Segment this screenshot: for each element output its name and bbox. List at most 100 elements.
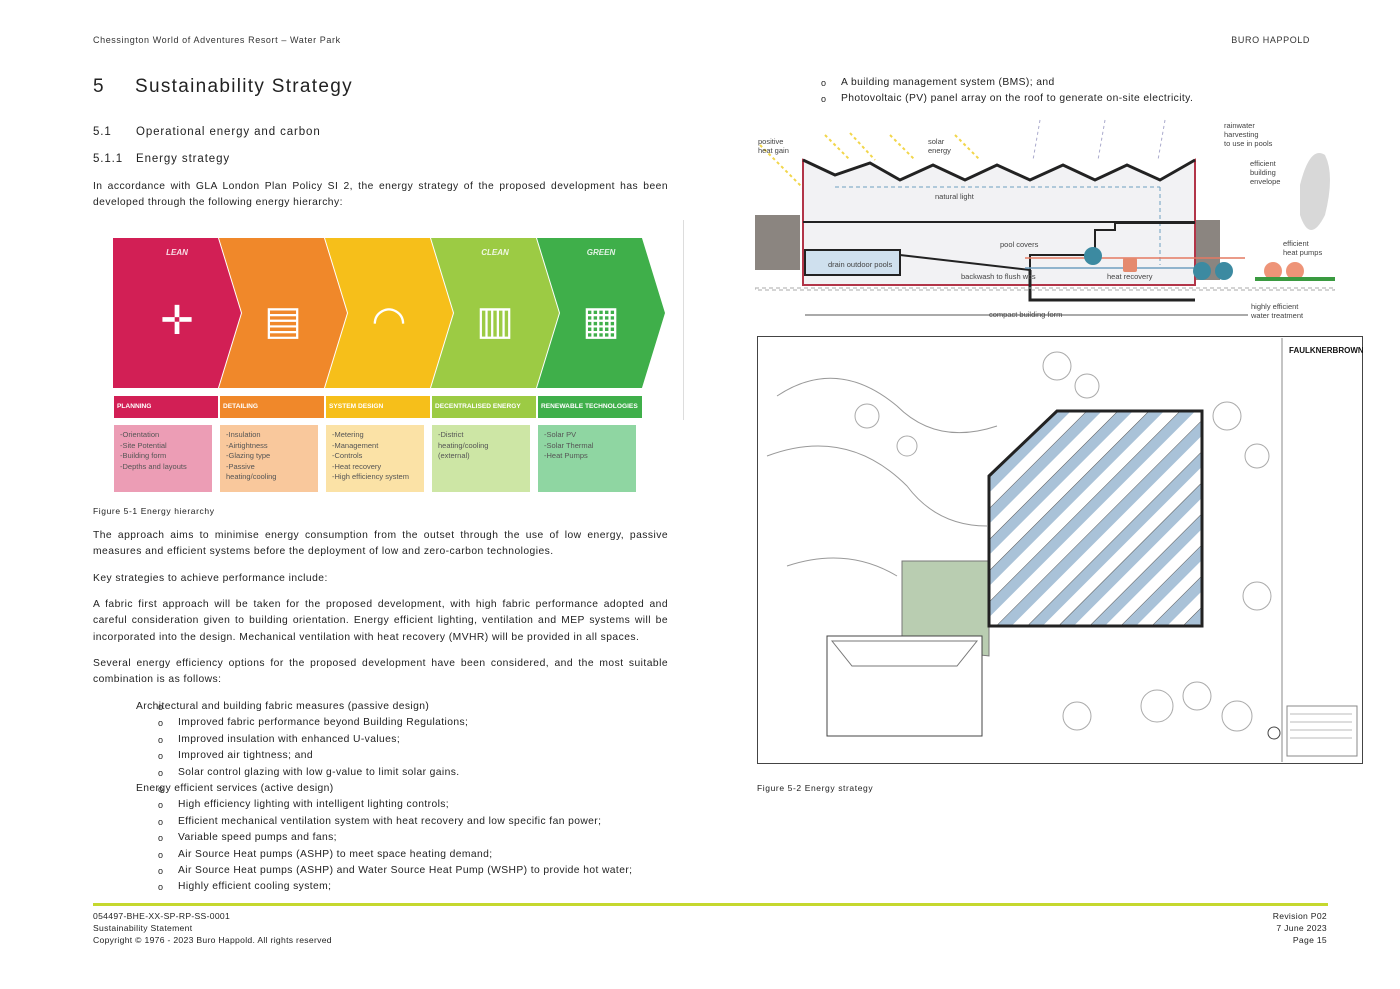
hierarchy-items: -Orientation-Site Potential-Building for… [114, 425, 212, 492]
hierarchy-item: -Insulation [226, 430, 261, 439]
bullet-item: Improved insulation with enhanced U-valu… [136, 732, 676, 749]
header-doc-title: Chessington World of Adventures Resort –… [93, 35, 341, 45]
heat-pump-icon [1264, 262, 1282, 280]
bullet-item: Air Source Heat pumps (ASHP) to meet spa… [136, 847, 676, 864]
bullet-item: Air Source Heat pumps (ASHP) and Water S… [136, 863, 676, 880]
subsection-title: Operational energy and carbon [136, 126, 321, 138]
bullet-item: A building management system (BMS); and [799, 75, 1339, 92]
hierarchy-item: -Depths and layouts [120, 461, 187, 471]
footer-doc-title: Sustainability Statement [93, 923, 193, 933]
hierarchy-items: -Metering-Management-Controls-Heat recov… [326, 425, 424, 492]
heat-recovery-unit-icon [1084, 247, 1102, 265]
bullet-item: Improved air tightness; and [136, 748, 676, 765]
footer-copyright: Copyright © 1976 - 2023 Buro Happold. Al… [93, 935, 332, 945]
label-backwash: backwash to flush wcs [961, 272, 1036, 281]
label-solar-2: energy [928, 146, 951, 155]
water-park-roof-plan [987, 409, 1204, 628]
hierarchy-item: -District [438, 430, 464, 439]
hierarchy-item: -Glazing type [226, 451, 271, 460]
label-envelope: efficient [1250, 159, 1277, 168]
section-title: Sustainability Strategy [135, 76, 353, 97]
label-rain-3: to use in pools [1224, 139, 1273, 148]
footer-doc-number: 054497-BHE-XX-SP-RP-SS-0001 [93, 911, 231, 921]
label-envelope-2: building [1250, 168, 1276, 177]
architect-logo: FAULKNERBROWNS ARCHITECTS [1289, 346, 1363, 355]
label-natural-light: natural light [935, 192, 975, 201]
label-compact-form: compact building form [989, 310, 1062, 319]
footer-right: Revision P02 7 June 2023 Page 15 [1273, 910, 1327, 946]
hierarchy-item: -Airtightness [226, 440, 268, 450]
active-title: Energy efficient services (active design… [136, 781, 676, 798]
footer-revision: Revision P02 [1272, 911, 1327, 921]
solar-panel-icon: ▦ [582, 299, 620, 343]
figure-2-caption: Figure 5-2 Energy strategy [757, 783, 874, 793]
subsection-number: 5.1 [93, 126, 112, 138]
paragraph-approach: The approach aims to minimise energy con… [93, 530, 668, 558]
right-bullet-list: A building management system (BMS); andP… [799, 75, 1339, 108]
hierarchy-chevron: ◠ [325, 238, 453, 388]
hierarchy-item: -Heat recovery [332, 461, 382, 471]
hierarchy-item: -Metering [332, 430, 364, 439]
landscaped-area [901, 560, 990, 657]
existing-building [826, 635, 983, 737]
hierarchy-item: -Site Potential [120, 440, 167, 450]
sun-rays [759, 132, 981, 196]
label-solar: solar [928, 137, 945, 146]
header-company: BURO HAPPOLD [1231, 35, 1310, 45]
label-heat-gain-2: heat gain [758, 146, 789, 155]
hierarchy-item: (external) [438, 451, 470, 460]
paragraph-key-strategies: Key strategies to achieve performance in… [93, 573, 328, 584]
hierarchy-label: DECENTRALISED ENERGY [432, 396, 536, 418]
label-envelope-3: envelope [1250, 177, 1280, 186]
hierarchy-item: -Controls [332, 451, 363, 460]
site-plan-drawing: FAULKNERBROWNS ARCHITECTS [757, 336, 1363, 764]
hierarchy-item: -Building form [120, 451, 167, 460]
figure-1-caption: Figure 5-1 Energy hierarchy [93, 506, 215, 516]
label-water-treatment: highly efficient [1251, 302, 1299, 311]
footer-page: Page 15 [1292, 935, 1327, 945]
compass-icon: ✛ [160, 299, 194, 343]
hierarchy-item: heating/cooling [438, 440, 489, 450]
bullet-item: High efficiency lighting with intelligen… [136, 797, 676, 814]
bullet-item: Highly efficient cooling system; [136, 879, 676, 896]
hierarchy-stage: GREEN [586, 248, 616, 257]
stone-wall [755, 215, 800, 270]
footer-left: 054497-BHE-XX-SP-RP-SS-0001 Sustainabili… [93, 910, 332, 946]
hierarchy-item: -Passive [226, 461, 255, 471]
passive-title: Architectural and building fabric measur… [136, 699, 676, 716]
section-number: 5 [93, 76, 105, 97]
hierarchy-item: -Solar PV [544, 430, 577, 439]
label-heat-pumps: efficient [1283, 239, 1310, 248]
north-arrow-icon [1267, 726, 1281, 740]
intro-paragraph: In accordance with GLA London Plan Polic… [93, 181, 668, 209]
buildings-icon: ▥ [476, 299, 514, 343]
hierarchy-item: heating/cooling [226, 472, 277, 481]
hierarchy-items: -Insulation-Airtightness-Glazing type-Pa… [220, 425, 318, 492]
bullet-item: Efficient mechanical ventilation system … [136, 814, 676, 831]
hierarchy-item: -Orientation [120, 430, 160, 439]
footer-date: 7 June 2023 [1276, 923, 1327, 933]
bullet-item: Photovoltaic (PV) panel array on the roo… [799, 91, 1339, 108]
bullet-item: Variable speed pumps and fans; [136, 830, 676, 847]
hierarchy-label: RENEWABLE TECHNOLOGIES [538, 396, 642, 418]
hierarchy-item: -High efficiency system [332, 472, 409, 481]
hierarchy-items: -Solar PV-Solar Thermal-Heat Pumps [538, 425, 636, 492]
gauge-icon: ◠ [371, 299, 407, 343]
hierarchy-label: SYSTEM DESIGN [326, 396, 430, 418]
label-drain: drain outdoor pools [828, 260, 892, 269]
hierarchy-chevron: LEAN ✛ [113, 238, 241, 388]
hierarchy-label: DETAILING [220, 396, 324, 418]
subsubsection-number: 5.1.1 [93, 153, 124, 165]
hierarchy-label: PLANNING [114, 396, 218, 418]
paragraph-options: Several energy efficiency options for th… [93, 658, 668, 686]
hierarchy-stage: LEAN [166, 248, 188, 257]
hierarchy-stage: CLEAN [481, 248, 509, 257]
label-rain-2: harvesting [1224, 130, 1259, 139]
label-rain: rainwater [1224, 121, 1255, 130]
bullet-item: Improved fabric performance beyond Build… [136, 715, 676, 732]
pump-icon [1215, 262, 1233, 280]
bullet-item: Solar control glazing with low g-value t… [136, 765, 676, 782]
subsubsection-title: Energy strategy [136, 153, 231, 165]
